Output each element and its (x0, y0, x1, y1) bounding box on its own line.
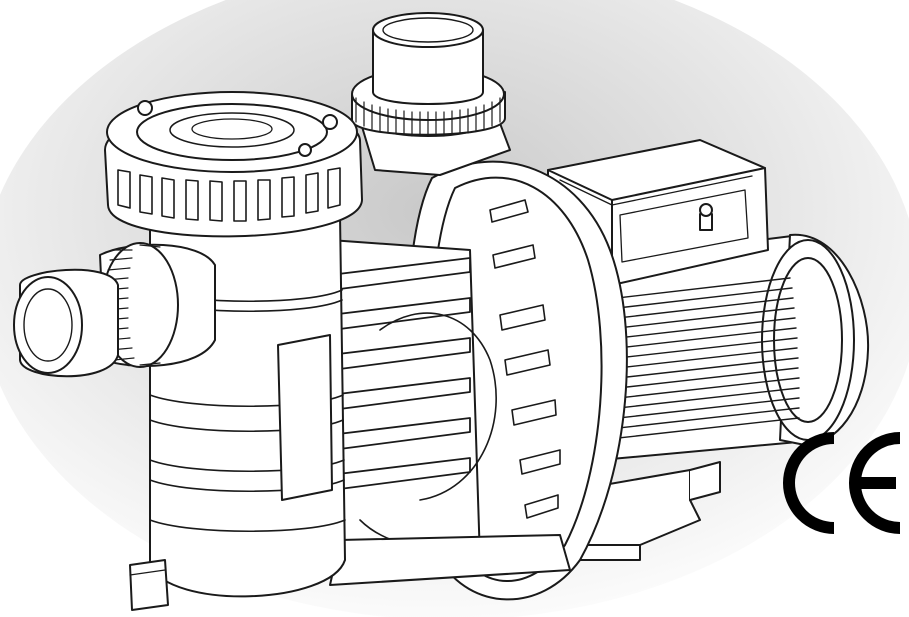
ce-mark (783, 432, 901, 534)
strainer-lid (104, 91, 363, 238)
motor-body (559, 233, 870, 461)
inlet-port (13, 242, 216, 378)
discharge-port (351, 12, 511, 176)
pump-housing (329, 239, 571, 586)
